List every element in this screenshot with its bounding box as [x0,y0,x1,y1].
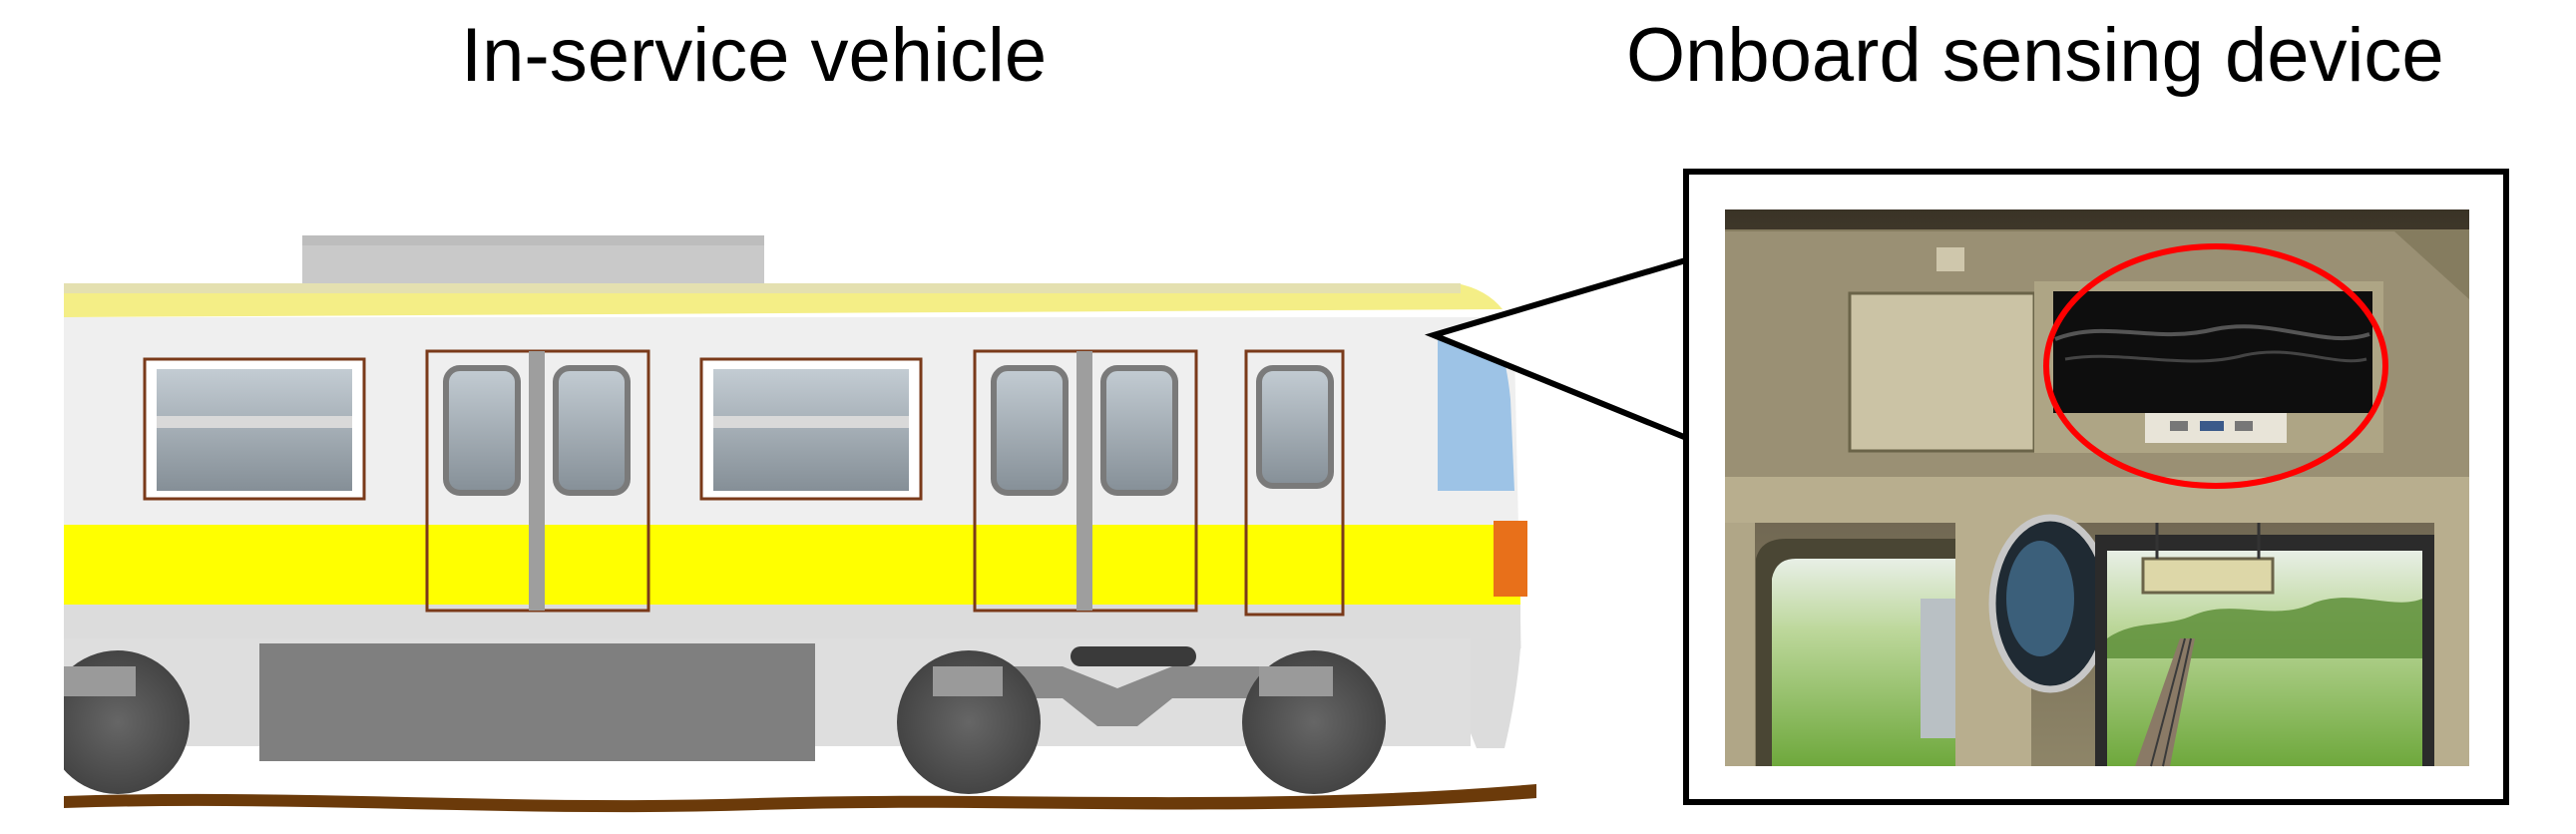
underfloor-equipment [259,643,815,761]
yellow-stripe [64,525,1520,605]
door-3 [1244,349,1345,617]
headlight [1494,521,1527,597]
callout-pointer [1424,256,1691,442]
front-window [1438,337,1514,491]
vehicle-title: In-service vehicle [461,13,1048,98]
train [0,229,1536,828]
bogie [933,646,1332,726]
side-window-2 [699,357,923,501]
rail [64,784,1536,813]
door-1 [425,349,650,613]
cab-photo [1725,209,2469,767]
device-highlight-circle [2043,243,2388,489]
device-title: Onboard sensing device [1626,13,2444,98]
side-window-1 [143,357,366,501]
door-2 [973,349,1198,613]
